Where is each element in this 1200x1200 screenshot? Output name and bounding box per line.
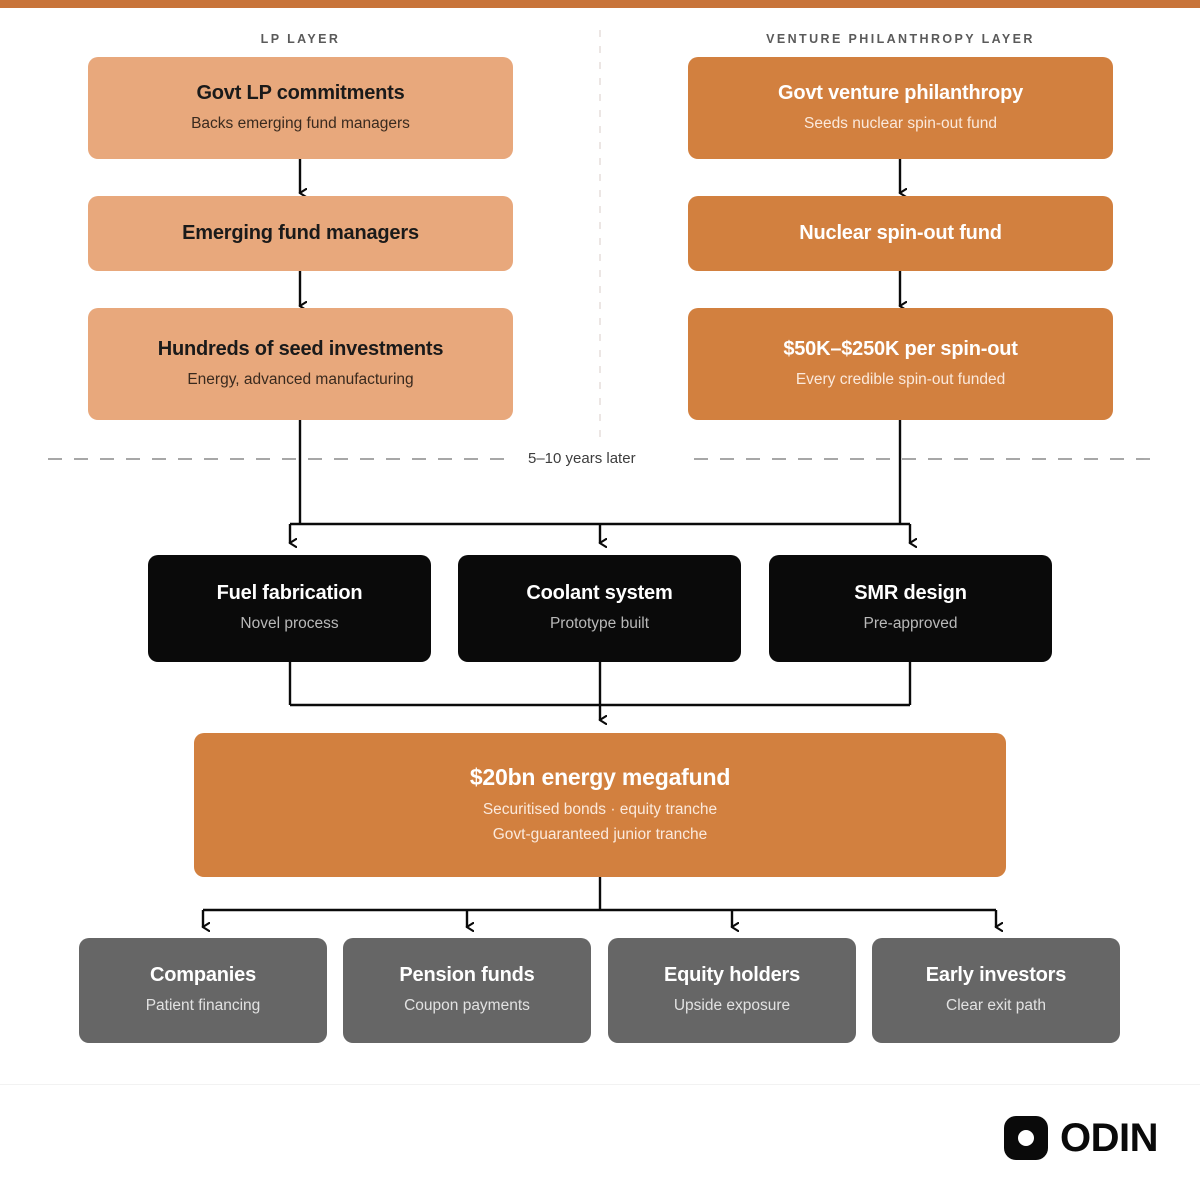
node-energy-megafund[interactable]: $20bn energy megafund Securitised bonds … — [194, 733, 1006, 877]
node-subtitle: Upside exposure — [673, 997, 791, 1015]
node-subtitle: Pre-approved — [863, 615, 958, 633]
node-subtitle: Coupon payments — [404, 997, 530, 1015]
top-accent-bar — [0, 0, 1200, 8]
node-subtitle: Backs emerging fund managers — [191, 114, 410, 132]
node-subtitle: Patient financing — [145, 997, 261, 1015]
node-companies[interactable]: Companies Patient financing — [79, 938, 327, 1043]
node-fuel-fabrication[interactable]: Fuel fabrication Novel process — [148, 555, 431, 662]
node-title: Companies — [149, 964, 256, 987]
footer-divider — [0, 1084, 1200, 1085]
node-subtitle: Prototype built — [549, 615, 650, 633]
odin-logo-dot-icon — [1018, 1130, 1034, 1146]
odin-logo-text: ODIN — [1060, 1116, 1159, 1160]
node-title: SMR design — [854, 582, 967, 605]
node-title: $50K–$250K per spin-out — [783, 337, 1018, 360]
node-smr-design[interactable]: SMR design Pre-approved — [769, 555, 1052, 662]
node-title: Pension funds — [399, 964, 535, 987]
node-title: $20bn energy megafund — [469, 764, 731, 791]
node-title: Govt LP commitments — [196, 81, 405, 104]
node-govt-venture-philanthropy[interactable]: Govt venture philanthropy Seeds nuclear … — [688, 57, 1113, 159]
node-nuclear-spin-out-fund[interactable]: Nuclear spin-out fund — [688, 196, 1113, 271]
node-subtitle: Clear exit path — [946, 997, 1046, 1015]
odin-logo-mark-icon — [1004, 1116, 1048, 1160]
node-title: Equity holders — [663, 964, 801, 987]
node-title: Govt venture philanthropy — [777, 81, 1024, 104]
column-label-lp-layer: LP LAYER — [260, 32, 341, 46]
column-label-venture-philanthropy: VENTURE PHILANTHROPY LAYER — [766, 32, 1035, 46]
node-title: Emerging fund managers — [182, 222, 419, 244]
node-subtitle: Securitised bonds · equity tranche — [482, 801, 718, 819]
node-title: Early investors — [925, 964, 1067, 987]
node-spin-out-ticket-size[interactable]: $50K–$250K per spin-out Every credible s… — [688, 308, 1113, 420]
node-equity-holders[interactable]: Equity holders Upside exposure — [608, 938, 856, 1043]
node-subtitle: Energy, advanced manufacturing — [187, 370, 414, 388]
node-title: Fuel fabrication — [216, 582, 363, 605]
node-govt-lp-commitments[interactable]: Govt LP commitments Backs emerging fund … — [88, 57, 513, 159]
node-title: Nuclear spin-out fund — [799, 222, 1002, 244]
node-early-investors[interactable]: Early investors Clear exit path — [872, 938, 1120, 1043]
node-subtitle: Seeds nuclear spin-out fund — [803, 114, 998, 132]
node-subtitle: Novel process — [240, 615, 339, 633]
node-pension-funds[interactable]: Pension funds Coupon payments — [343, 938, 591, 1043]
node-emerging-fund-managers[interactable]: Emerging fund managers — [88, 196, 513, 271]
node-title: Hundreds of seed investments — [157, 337, 444, 360]
node-subtitle: Every credible spin-out funded — [795, 370, 1006, 388]
node-subtitle-secondary: Govt-guaranteed junior tranche — [492, 826, 708, 844]
odin-logo: ODIN — [1004, 1116, 1159, 1160]
timeline-label: 5–10 years later — [516, 450, 648, 467]
node-coolant-system[interactable]: Coolant system Prototype built — [458, 555, 741, 662]
node-hundreds-of-seed-investments[interactable]: Hundreds of seed investments Energy, adv… — [88, 308, 513, 420]
node-title: Coolant system — [526, 582, 673, 605]
